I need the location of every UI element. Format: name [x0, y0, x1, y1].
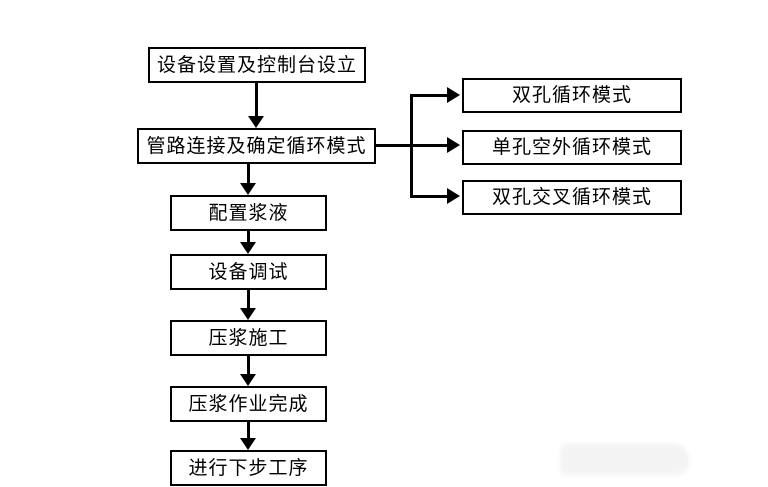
- connector-slurry-to-debug: [247, 231, 250, 243]
- arrowhead-setup-to-pipe: [248, 116, 264, 128]
- node-equipment-debug[interactable]: 设备调试: [170, 254, 327, 290]
- connector-grouting-to-done: [247, 356, 250, 374]
- node-mode-dual-hole-cross-cycle[interactable]: 双孔交叉循环模式: [462, 180, 682, 215]
- arrowhead-branch-to-mode2: [447, 137, 460, 153]
- node-mode-single-hole-outer-cycle[interactable]: 单孔空外循环模式: [462, 130, 682, 165]
- node-mode-dual-hole-cross-cycle-label: 双孔交叉循环模式: [491, 186, 652, 208]
- node-grouting-work-label: 压浆施工: [208, 326, 289, 349]
- node-grouting-complete-label: 压浆作业完成: [188, 392, 309, 415]
- node-slurry-mix-label: 配置浆液: [208, 201, 289, 224]
- node-grouting-work[interactable]: 压浆施工: [170, 320, 327, 356]
- connector-branch-to-mode1: [410, 94, 449, 97]
- node-pipe-connection[interactable]: 管路连接及确定循环模式: [137, 128, 376, 164]
- watermark-blob: [560, 443, 690, 475]
- node-slurry-mix[interactable]: 配置浆液: [170, 195, 327, 231]
- connector-debug-to-grouting: [247, 290, 250, 308]
- connector-branch-spine: [410, 94, 413, 198]
- connector-pipe-to-slurry: [247, 164, 250, 184]
- arrowhead-debug-to-grouting: [240, 308, 256, 320]
- arrowhead-branch-to-mode1: [447, 87, 460, 103]
- node-setup[interactable]: 设备设置及控制台设立: [148, 47, 366, 83]
- node-setup-label: 设备设置及控制台设立: [156, 53, 357, 76]
- arrowhead-slurry-to-debug: [240, 242, 256, 254]
- connector-setup-to-pipe: [255, 83, 258, 117]
- node-pipe-connection-label: 管路连接及确定循环模式: [146, 134, 367, 157]
- connector-branch-to-mode3: [410, 195, 449, 198]
- arrowhead-grouting-to-done: [240, 374, 256, 386]
- arrowhead-branch-to-mode3: [447, 188, 460, 204]
- node-next-process[interactable]: 进行下步工序: [170, 450, 327, 486]
- node-next-process-label: 进行下步工序: [188, 456, 309, 479]
- node-mode-dual-hole-cycle-label: 双孔循环模式: [511, 84, 632, 106]
- connector-done-to-next: [247, 422, 250, 438]
- node-mode-dual-hole-cycle[interactable]: 双孔循环模式: [462, 78, 682, 113]
- arrowhead-done-to-next: [240, 438, 256, 450]
- node-mode-single-hole-outer-cycle-label: 单孔空外循环模式: [491, 136, 652, 158]
- node-equipment-debug-label: 设备调试: [208, 260, 289, 283]
- arrowhead-pipe-to-slurry: [240, 183, 256, 195]
- node-grouting-complete[interactable]: 压浆作业完成: [170, 386, 327, 422]
